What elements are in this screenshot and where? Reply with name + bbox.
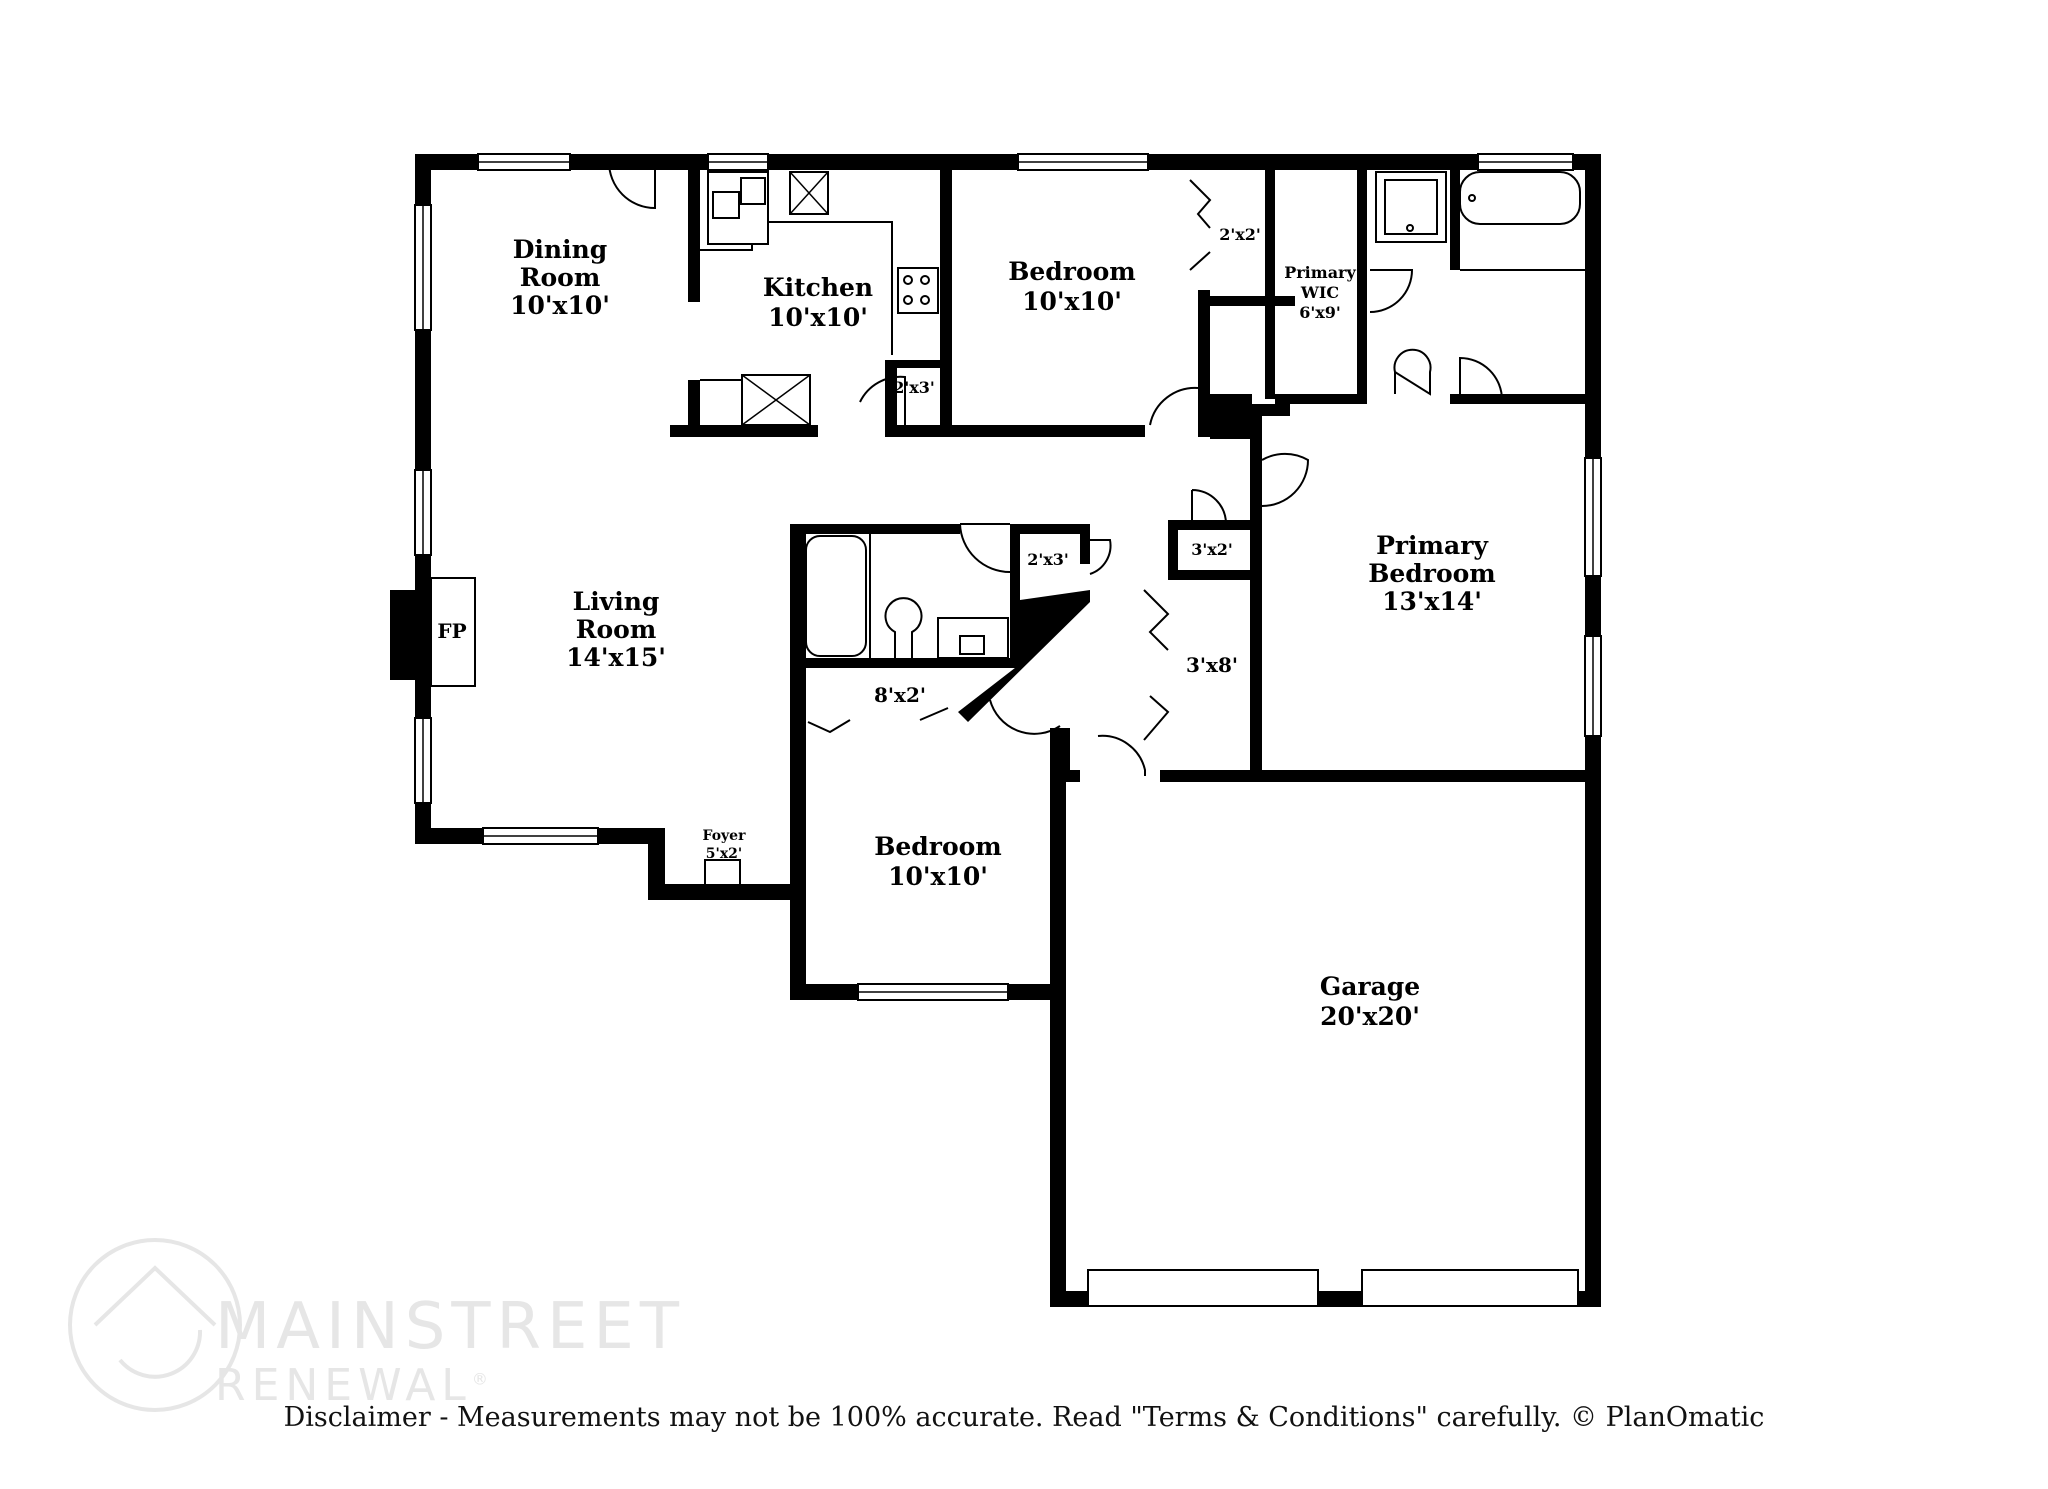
primary-wic-label-2: WIC	[1300, 283, 1339, 302]
primary-wic-label: Primary	[1284, 263, 1356, 282]
living-room-size: 14'x15'	[566, 643, 666, 672]
primary-bedroom-label: Primary	[1376, 531, 1489, 560]
foyer-label: Foyer	[703, 828, 747, 844]
primary-bedroom-label-2: Bedroom	[1368, 559, 1496, 588]
fixtures	[390, 171, 1585, 687]
linen-2x3-size: 2'x3'	[1027, 550, 1069, 569]
kitchen-size: 10'x10'	[768, 303, 868, 332]
bedroom-top-label: Bedroom	[1008, 257, 1136, 286]
living-room-label: Living	[573, 587, 660, 616]
dining-room-label: Dining	[513, 235, 608, 264]
primary-wic-size: 6'x9'	[1299, 303, 1341, 322]
kitchen-label: Kitchen	[763, 273, 873, 302]
closet-3x8-size: 3'x8'	[1186, 653, 1238, 677]
walls	[415, 154, 1601, 1307]
room-labels: Dining Room 10'x10' Kitchen 10'x10' Bedr…	[437, 225, 1495, 1031]
closet-3x2-size: 3'x2'	[1191, 540, 1233, 559]
bedroom-bottom-size: 10'x10'	[888, 862, 988, 891]
living-room-label-2: Room	[576, 615, 657, 644]
closet-8x2-size: 8'x2'	[874, 683, 926, 707]
disclaimer-text: Disclaimer - Measurements may not be 100…	[283, 1402, 1765, 1433]
bedroom-bottom-label: Bedroom	[874, 832, 1002, 861]
windows	[414, 153, 1602, 1307]
watermark-brand: MAINSTREET	[215, 1290, 685, 1364]
doors	[608, 161, 1503, 900]
fireplace-label: FP	[437, 619, 466, 643]
bedroom-top-size: 10'x10'	[1022, 287, 1122, 316]
dining-room-size: 10'x10'	[510, 291, 610, 320]
closet-2x2-size: 2'x2'	[1219, 225, 1261, 244]
watermark-logo-icon	[68, 1238, 242, 1412]
watermark-registered-mark: ®	[471, 1369, 494, 1389]
primary-bedroom-size: 13'x14'	[1382, 587, 1482, 616]
garage-size: 20'x20'	[1320, 1002, 1420, 1031]
garage-label: Garage	[1320, 972, 1420, 1001]
watermark-sub-text: RENEWAL	[215, 1360, 472, 1411]
pantry-2x3-size: 2'x3'	[893, 378, 935, 397]
dining-room-label-2: Room	[520, 263, 601, 292]
foyer-size: 5'x2'	[706, 846, 742, 862]
watermark-sub: RENEWAL®	[215, 1360, 494, 1411]
